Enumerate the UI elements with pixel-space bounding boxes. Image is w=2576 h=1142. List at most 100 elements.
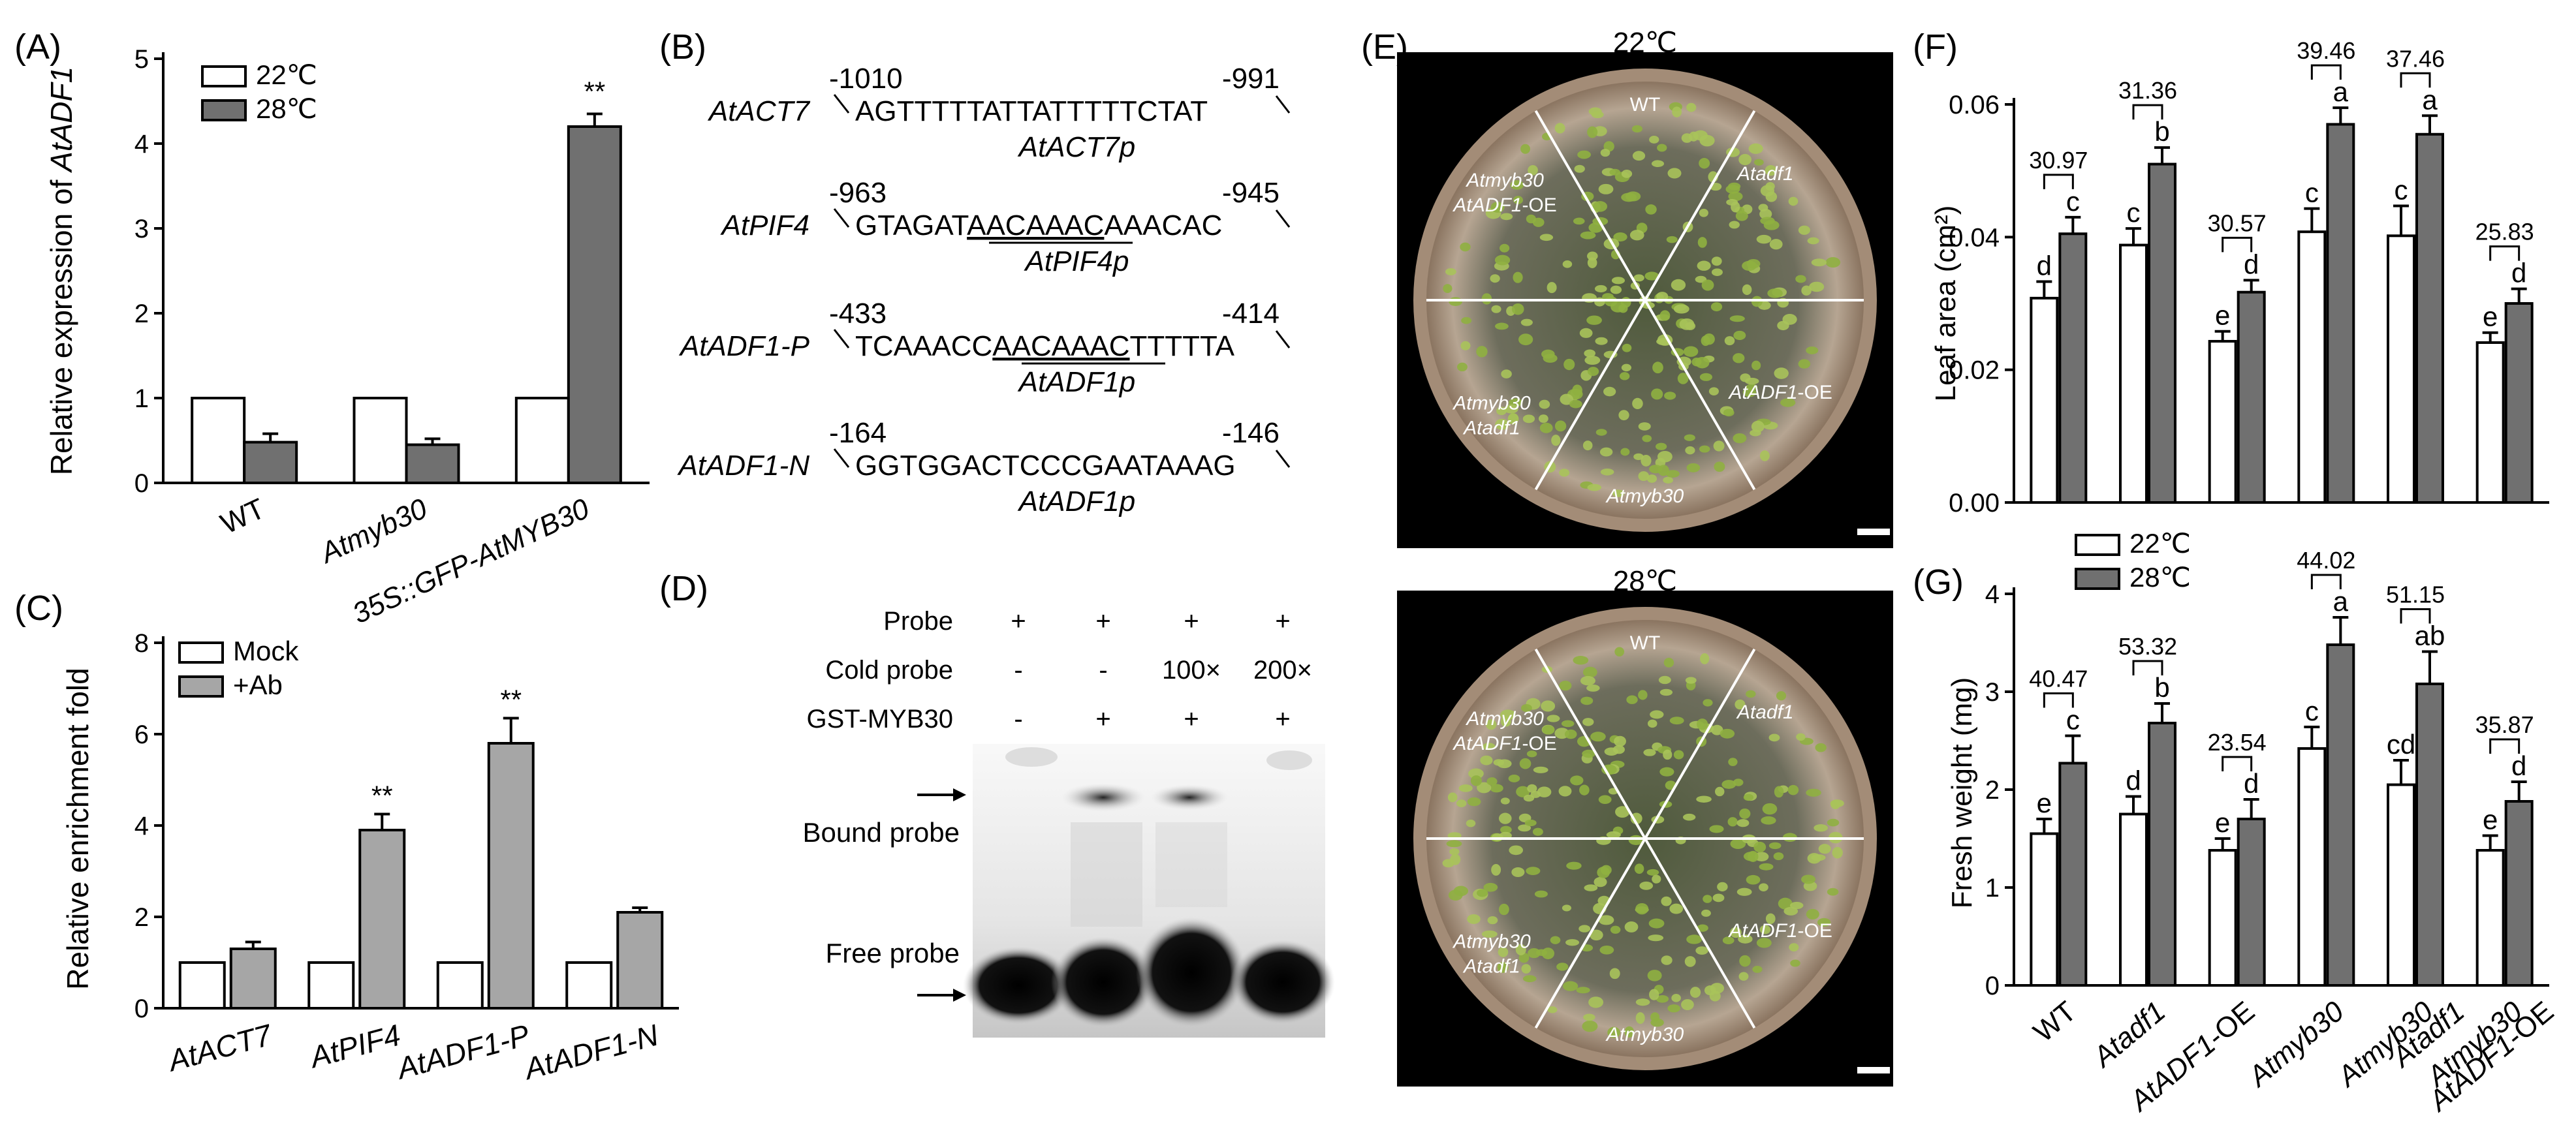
seedling <box>1667 168 1682 179</box>
significance-stars: ** <box>371 780 393 811</box>
y-tick-label: 1 <box>134 384 149 413</box>
seedling <box>1735 699 1746 710</box>
bar-28℃-3 <box>2326 123 2355 504</box>
seedling <box>1467 914 1481 924</box>
seedling <box>1720 728 1735 739</box>
seedling <box>1659 767 1674 777</box>
x-category-gene: WT <box>2028 995 2082 1049</box>
bracket-line <box>2222 236 2253 253</box>
seedling <box>1614 647 1625 656</box>
seedling <box>1590 929 1603 941</box>
seedling <box>1661 955 1673 965</box>
seedling <box>1643 748 1656 756</box>
seedling <box>1697 924 1708 932</box>
seedling <box>1751 360 1761 371</box>
seedling <box>1499 243 1510 253</box>
seedling <box>1756 234 1772 244</box>
seedling <box>1509 845 1523 856</box>
sequence-post: TTTTTA <box>1130 330 1235 362</box>
seedling <box>1646 869 1659 876</box>
bracket-line <box>2400 72 2431 88</box>
seedling <box>1609 168 1620 176</box>
seedling <box>1811 258 1827 267</box>
sector-label: Atmyb30 <box>1605 486 1684 507</box>
y-tick-label: 2 <box>134 300 149 328</box>
bar-Mock-3 <box>565 961 613 1010</box>
seedling <box>1671 993 1681 1002</box>
seedling <box>1733 353 1745 363</box>
seedling <box>1806 788 1821 797</box>
seedling <box>1776 691 1787 701</box>
seedling <box>1573 656 1589 665</box>
sector-label: Atadf1 <box>1462 418 1520 439</box>
significance-letter: e <box>2483 301 2498 332</box>
percent-label: 31.36 <box>2118 77 2177 104</box>
plate-22c-photo: WTAtadf1AtADF1-OEAtmyb30Atmyb30Atadf1Atm… <box>1397 52 1893 548</box>
percent-label: 25.83 <box>2475 219 2534 245</box>
significance-letter: d <box>2244 249 2259 279</box>
seedling <box>1607 1026 1621 1038</box>
seedling <box>1739 808 1751 819</box>
seedling <box>1624 1026 1635 1038</box>
bar-28℃-0 <box>243 440 298 484</box>
scale-bar <box>1857 529 1890 535</box>
percent-label: 51.15 <box>2386 581 2445 608</box>
sector-gene: WT <box>1630 94 1661 116</box>
sector-label: AtADF1-OE <box>1728 382 1832 403</box>
seedling <box>1458 784 1473 792</box>
seedling <box>1817 918 1831 927</box>
seedling <box>1677 373 1689 384</box>
y-tick-label: 4 <box>134 130 149 159</box>
seedling <box>1759 863 1774 871</box>
probe-name: AtACT7p <box>1017 131 1136 163</box>
seedling <box>1582 666 1597 678</box>
significance-letter: a <box>2422 84 2438 115</box>
seedling <box>1717 882 1728 891</box>
percent-label: 39.46 <box>2297 37 2355 64</box>
seedling <box>1728 758 1738 766</box>
seedling <box>1550 936 1561 944</box>
seedling <box>1595 337 1608 345</box>
seedling <box>1598 183 1614 194</box>
significance-letter: c <box>2127 197 2141 228</box>
bound-arrow-icon <box>917 788 966 801</box>
seedling <box>1727 817 1738 827</box>
probe-name: AtPIF4p <box>1024 245 1129 277</box>
seedling <box>1807 853 1821 864</box>
seedling <box>1809 281 1825 292</box>
legend-swatch <box>2075 534 2120 556</box>
seedling <box>1612 745 1625 754</box>
seedling <box>1579 328 1593 338</box>
seedling <box>1814 824 1828 832</box>
seedling <box>1584 884 1598 891</box>
gene-name: AtACT7 <box>707 95 811 127</box>
seedling <box>1815 743 1827 752</box>
seedling <box>1761 816 1776 825</box>
bar-28℃-1 <box>405 443 460 484</box>
seedling <box>1539 399 1550 409</box>
seedling <box>1563 358 1575 371</box>
x-category-label: AtPIF4 <box>305 1017 404 1074</box>
seedling <box>1524 819 1537 827</box>
seedling <box>1600 468 1614 476</box>
seedling <box>1783 906 1798 916</box>
seedling <box>1501 369 1512 378</box>
seedling <box>1729 221 1740 229</box>
seedling <box>1765 913 1776 924</box>
significance-letter: e <box>2483 805 2498 835</box>
seedling <box>1701 909 1711 917</box>
plate-photos: 22℃ 28℃ WTAtadf1AtADF1-OEAtmyb30Atmyb30A… <box>1397 27 1893 1087</box>
legend-label: +Ab <box>233 670 283 700</box>
seedling <box>1580 675 1595 686</box>
seedling <box>1582 440 1593 451</box>
seedling <box>1832 846 1843 859</box>
seedling <box>1818 844 1831 854</box>
seedling <box>1466 819 1476 827</box>
seedling <box>1541 700 1556 712</box>
bar-Mock-2 <box>436 961 484 1010</box>
seedling <box>1511 303 1524 315</box>
seedling <box>1534 890 1548 898</box>
legend-swatch <box>178 641 224 664</box>
sector-gene: Atadf1 <box>1462 956 1520 978</box>
